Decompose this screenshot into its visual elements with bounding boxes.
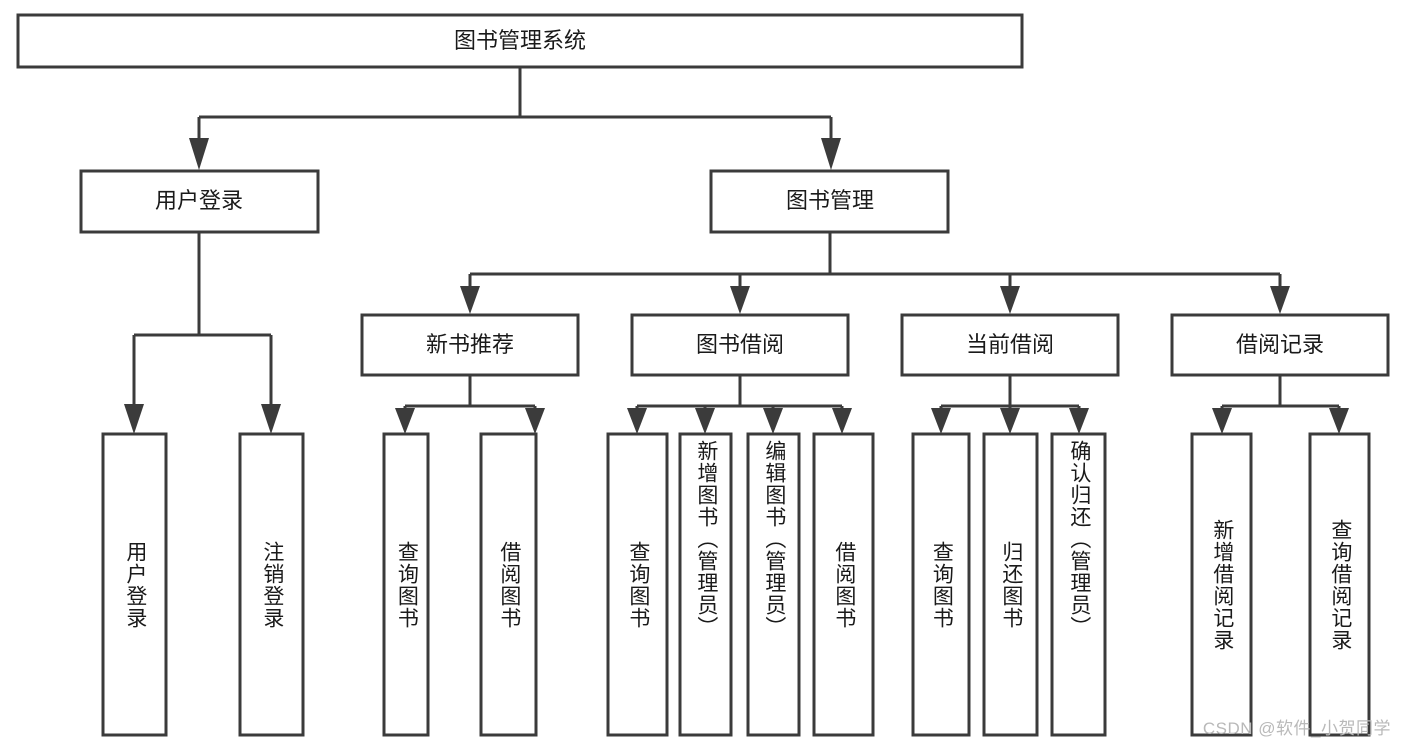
leaf-box-query-record[interactable]: [1308, 432, 1371, 737]
leaf-box-return-book[interactable]: [982, 432, 1039, 737]
arrowhead-icon: [821, 138, 841, 170]
arrowhead-icon: [730, 286, 750, 314]
connector-borrow-record-to-leaves: [1212, 375, 1349, 434]
book-management-node-label: 图书管理: [786, 188, 874, 213]
arrowhead-icon: [261, 404, 281, 434]
node-book-borrow[interactable]: 图书借阅: [630, 313, 850, 377]
current-borrow-node-label: 当前借阅: [966, 332, 1054, 357]
arrowhead-icon: [695, 408, 715, 434]
arrowhead-icon: [1212, 408, 1232, 434]
current-borrow-node-box[interactable]: [900, 313, 1120, 377]
leaf-box-query-book-1[interactable]: [382, 432, 430, 737]
connector-book-borrow-to-leaves: [627, 375, 852, 434]
connector-new-book-recommend-to-leaves: [395, 375, 545, 434]
node-borrow-record[interactable]: 借阅记录: [1170, 313, 1390, 377]
connector-current-borrow-to-leaves: [931, 375, 1089, 434]
leaf-box-borrow-book-2[interactable]: [812, 432, 875, 737]
arrowhead-icon: [189, 138, 209, 170]
connector-root-to-level1: [189, 67, 841, 170]
arrowhead-icon: [124, 404, 144, 434]
user-login-node-box[interactable]: [79, 169, 320, 234]
arrowhead-icon: [627, 408, 647, 434]
arrowhead-icon: [1000, 286, 1020, 314]
root-node-box[interactable]: [16, 13, 1024, 69]
new-book-recommend-node-label: 新书推荐: [426, 332, 514, 357]
leaf-box-add-record[interactable]: [1190, 432, 1253, 737]
arrowhead-icon: [1329, 408, 1349, 434]
node-root[interactable]: 图书管理系统: [16, 13, 1024, 69]
csdn-watermark: CSDN @软件_小贺同学: [1202, 719, 1391, 738]
user-login-node-label: 用户登录: [155, 188, 243, 213]
leaf-box-query-book-3[interactable]: [911, 432, 971, 737]
arrowhead-icon: [931, 408, 951, 434]
leaf-box-borrow-book-1[interactable]: [479, 432, 538, 737]
arrowhead-icon: [395, 408, 415, 434]
leaf-box-add-book[interactable]: [678, 432, 733, 737]
arrowhead-icon: [1069, 408, 1089, 434]
node-current-borrow[interactable]: 当前借阅: [900, 313, 1120, 377]
connector-user-login-to-leaves: [124, 232, 281, 434]
borrow-record-node-label: 借阅记录: [1236, 332, 1324, 357]
leaf-box-query-book-2[interactable]: [606, 432, 669, 737]
node-new-book-recommend[interactable]: 新书推荐: [360, 313, 580, 377]
leaf-box-confirm-return[interactable]: [1050, 432, 1107, 737]
arrowhead-icon: [832, 408, 852, 434]
arrowhead-icon: [763, 408, 783, 434]
arrowhead-icon: [460, 286, 480, 314]
new-book-recommend-node-box[interactable]: [360, 313, 580, 377]
root-node-label: 图书管理系统: [454, 28, 586, 53]
arrowhead-icon: [525, 408, 545, 434]
arrowhead-icon: [1000, 408, 1020, 434]
arrowhead-icon: [1270, 286, 1290, 314]
leaf-box-logout[interactable]: [238, 432, 305, 737]
leaf-box-user-login[interactable]: [101, 432, 168, 737]
node-book-management[interactable]: 图书管理: [709, 169, 950, 234]
leaf-box-edit-book[interactable]: [746, 432, 801, 737]
connector-book-management-to-level2: [460, 232, 1290, 314]
book-borrow-node-label: 图书借阅: [696, 332, 784, 357]
node-user-login[interactable]: 用户登录: [79, 169, 320, 234]
